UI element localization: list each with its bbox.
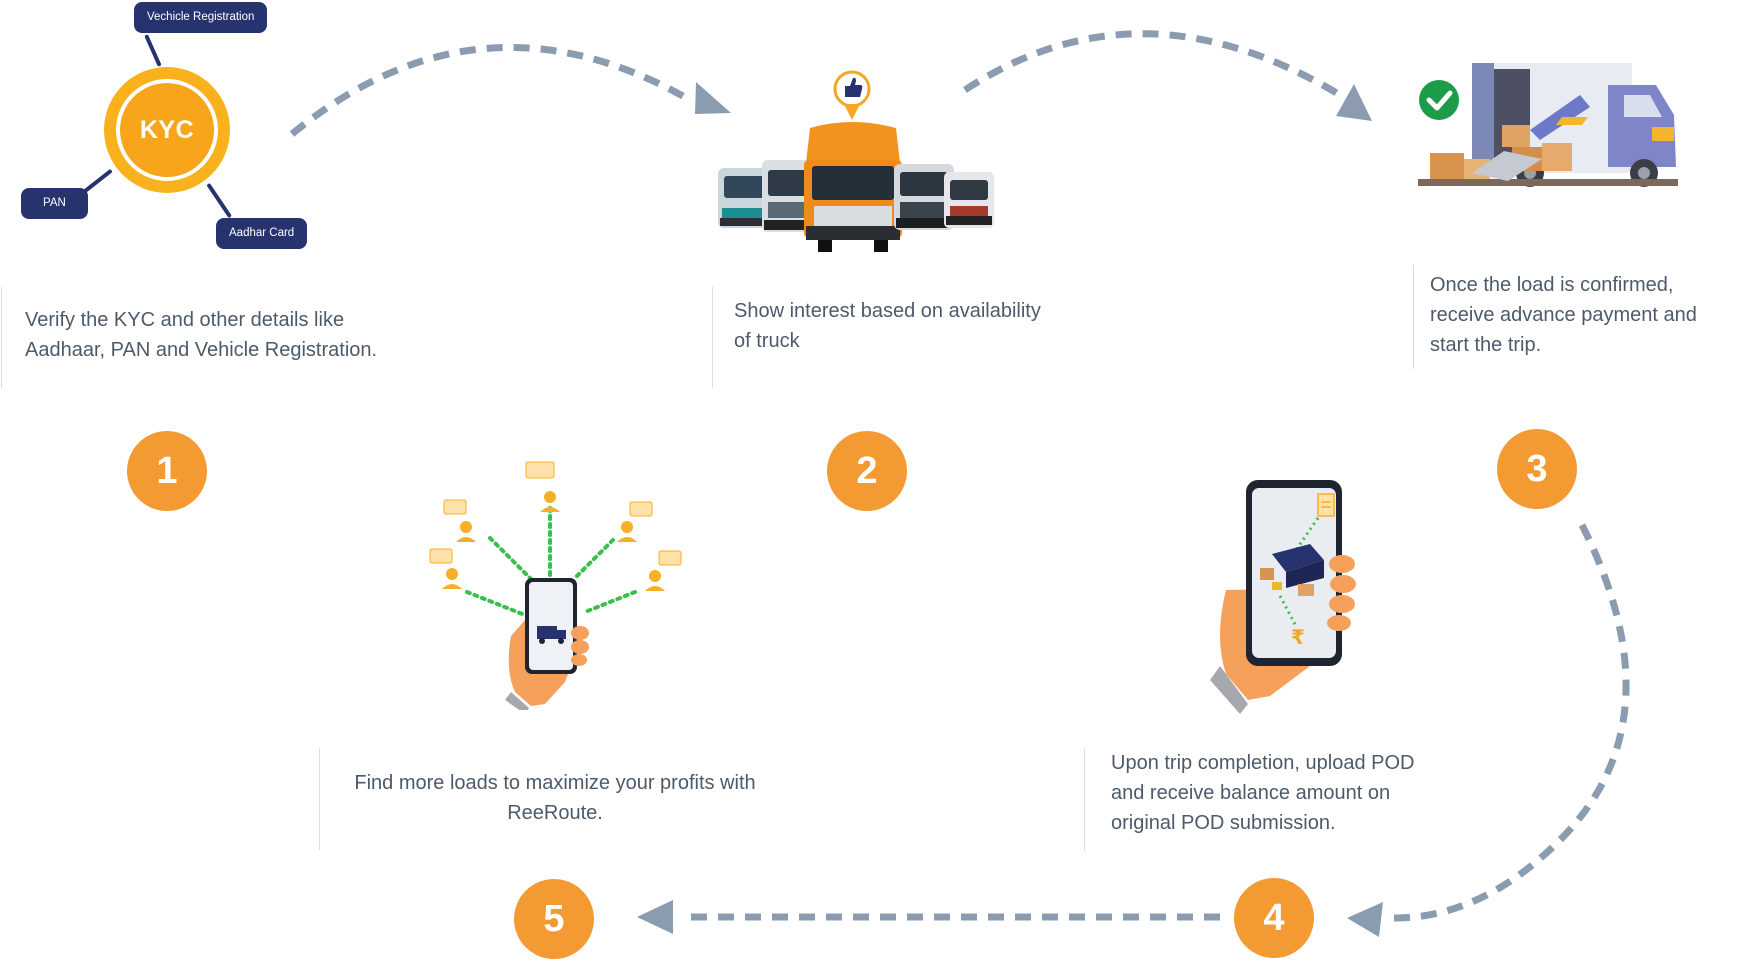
- step1-description: Verify the KYC and other details like Aa…: [25, 309, 378, 361]
- arrowhead-to-3: [1336, 84, 1372, 121]
- step3-description: Once the load is confirmed, receive adva…: [1430, 274, 1697, 356]
- vehicle-registration-tag: Vechicle Registration: [134, 2, 268, 33]
- step5-badge: 5: [514, 879, 594, 959]
- step1-badge: 1: [127, 431, 207, 511]
- pan-tag: PAN: [21, 188, 88, 219]
- step3-badge: 3: [1497, 429, 1577, 509]
- divider-step1: [1, 287, 2, 388]
- kyc-badge-icon: KYC: [104, 67, 230, 193]
- phone-pod-upload-icon: ₹: [1210, 480, 1356, 714]
- step2-description: Show interest based on availability of t…: [734, 300, 1041, 352]
- phone-load-network-icon: [429, 461, 682, 710]
- svg-text:₹: ₹: [1291, 625, 1305, 649]
- arrow-3-to-4: [1389, 523, 1630, 922]
- divider-step3: [1413, 265, 1414, 369]
- kyc-label: KYC: [139, 115, 195, 144]
- arrowhead-to-2: [695, 82, 731, 114]
- arrowhead-to-5: [637, 900, 673, 934]
- step5-description: Find more loads to maximize your profits…: [354, 772, 756, 824]
- step4-badge: 4: [1234, 878, 1314, 958]
- divider-step2: [712, 287, 713, 388]
- trucks-with-thumbs-up-icon: [718, 70, 994, 252]
- divider-step4: [1084, 748, 1085, 851]
- arrowhead-to-4: [1347, 902, 1383, 937]
- arrow-1-to-2: [289, 44, 692, 137]
- arrow-2-to-3: [963, 30, 1342, 99]
- aadhar-card-tag: Aadhar Card: [216, 218, 308, 249]
- kyc-illustration: Vechicle Registration PAN Aadhar Card KY…: [0, 0, 320, 260]
- loaded-truck-with-checkmark-icon: [1418, 63, 1678, 187]
- step4-description: Upon trip completion, upload POD and rec…: [1111, 752, 1415, 834]
- divider-step5: [319, 748, 320, 850]
- step2-badge: 2: [827, 431, 907, 511]
